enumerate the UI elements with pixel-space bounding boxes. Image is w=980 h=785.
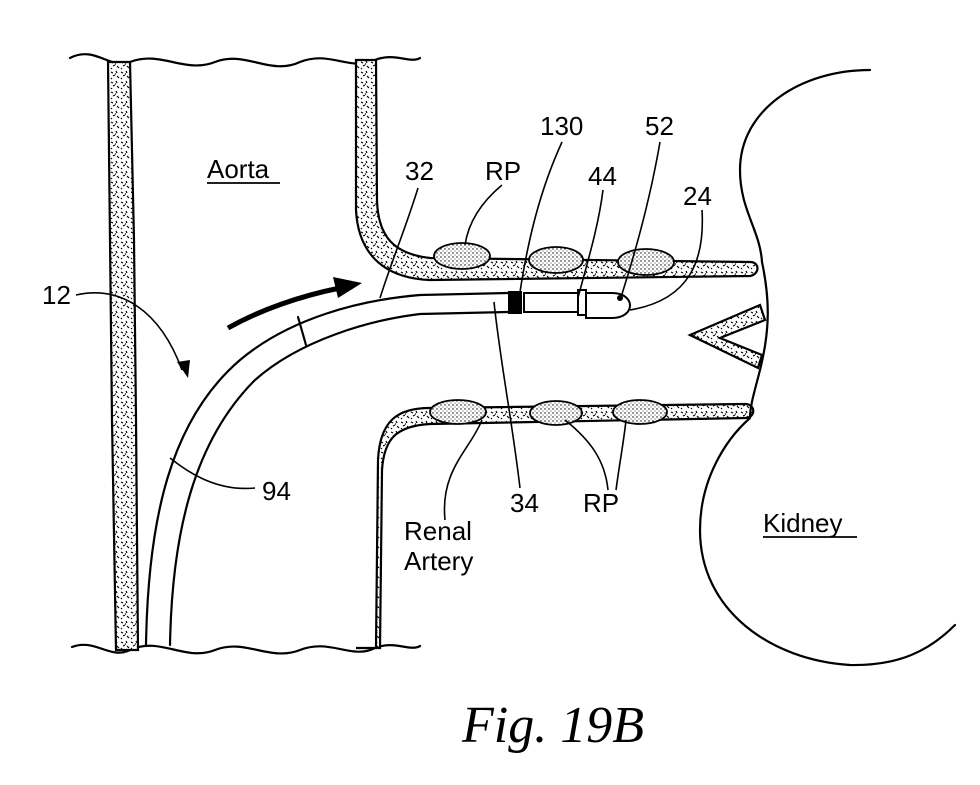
plaque-bottom-3 [613,400,667,424]
ref-34: 34 [510,488,539,518]
kidney-outline [700,70,955,665]
leader-rp-bottom-a [565,420,608,490]
ref-130: 130 [540,111,583,141]
plaque-top-1 [434,243,490,269]
tip-electrode-dot [617,295,623,301]
catheter-shaft-lower-edge [170,312,508,645]
plaque-top-3 [618,249,674,275]
renal-artery-label-line2: Artery [404,546,473,576]
kidney-label: Kidney [763,508,843,538]
plaque-bottom-2 [530,401,582,425]
catheter-collar [508,291,522,314]
renal-artery-label-line1: Renal [404,516,472,546]
plaque-top-2 [529,247,583,273]
catheter-electrode-body [524,293,578,312]
ref-rp-bottom: RP [583,488,619,518]
leader-renal-artery [444,420,482,520]
plaque-bottom-1 [430,400,486,424]
leader-44 [578,190,603,298]
ref-rp-top: RP [485,156,521,186]
ref-24: 24 [683,181,712,211]
advance-arrow-head [333,277,362,298]
advance-arrow-shaft [228,288,340,328]
leader-94 [170,458,255,488]
aorta-label: Aorta [207,154,270,184]
aorta-left-wall [108,62,138,650]
catheter-tip [586,293,630,318]
renal-branch-wedge [690,305,765,368]
ref-44: 44 [588,161,617,191]
ref-52: 52 [645,111,674,141]
figure-caption: Fig. 19B [461,697,644,754]
ref-94: 94 [262,476,291,506]
leader-12-arrowhead [177,360,190,378]
leader-rp-top [465,185,502,245]
leader-34 [494,302,520,488]
leader-rp-bottom-b [616,420,626,490]
ref-32: 32 [405,156,434,186]
ref-12: 12 [42,280,71,310]
